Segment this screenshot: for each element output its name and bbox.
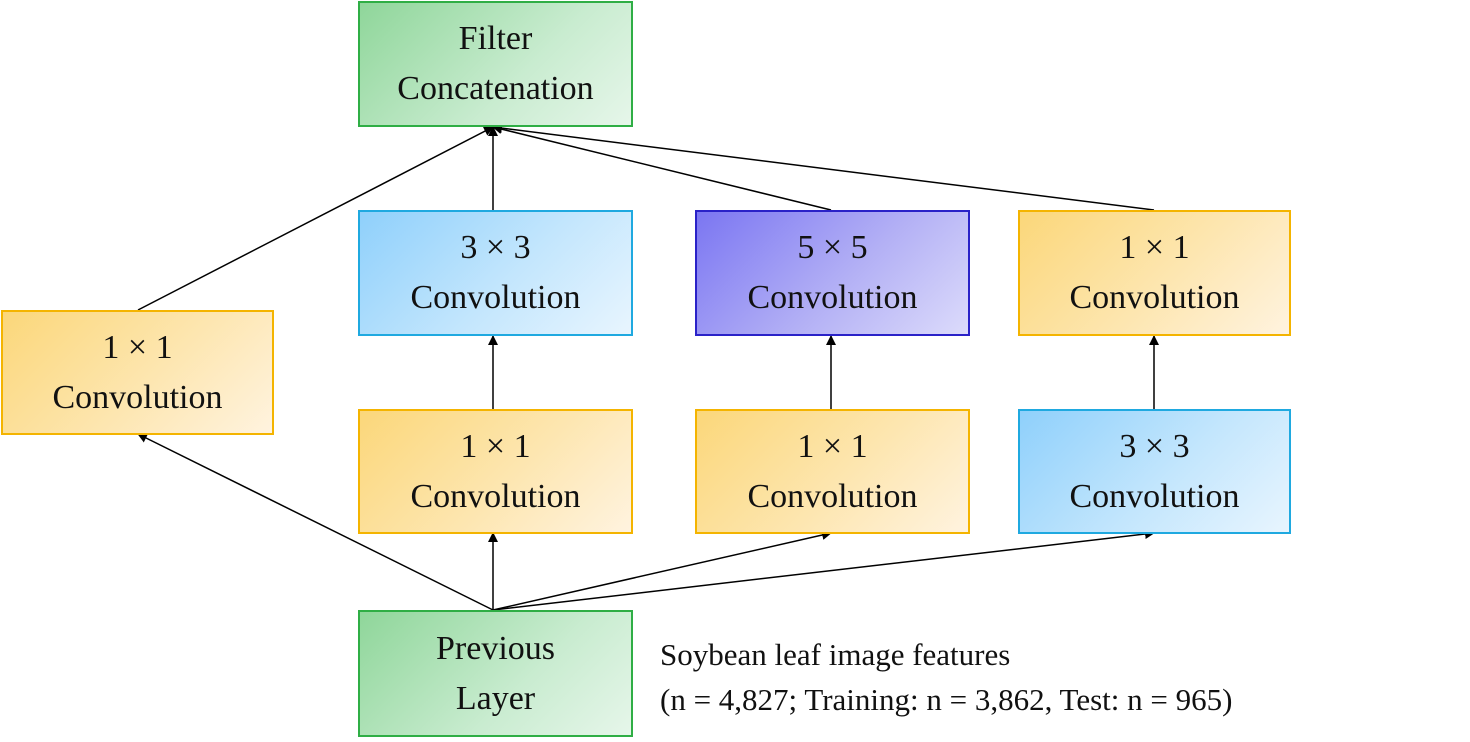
node-label-line2: Layer <box>455 679 536 717</box>
conv-3x3-bottom-right-node: 3 × 3 Convolution <box>1018 409 1291 534</box>
filter-concatenation-node: Filter Concatenation <box>358 1 633 127</box>
conv-1x1-mid-b-node: 1 × 1 Convolution <box>695 409 970 534</box>
node-label-line1: Previous <box>436 629 555 667</box>
node-label-line2: Convolution <box>1069 477 1240 515</box>
node-label-line1: 1 × 1 <box>102 328 173 366</box>
dataset-note-line2: (n = 4,827; Training: n = 3,862, Test: n… <box>660 682 1233 717</box>
conv-1x1-top-right-node: 1 × 1 Convolution <box>1018 210 1291 336</box>
node-label-line1: 5 × 5 <box>797 229 868 266</box>
node-label-line1: 1 × 1 <box>1119 229 1190 266</box>
conv-1x1-left-node: 1 × 1 Convolution <box>1 310 274 435</box>
node-label-line1: 3 × 3 <box>1119 427 1190 465</box>
node-label-line1: 1 × 1 <box>797 427 868 465</box>
node-label-line1: 3 × 3 <box>460 229 531 266</box>
node-label-line2: Convolution <box>52 378 223 416</box>
node-label-line2: Convolution <box>747 477 918 515</box>
conv-5x5-top-node: 5 × 5 Convolution <box>695 210 970 336</box>
node-label-line2: Convolution <box>747 279 918 316</box>
arrow-5x5-to-concat <box>492 124 832 211</box>
dataset-note-line1: Soybean leaf image features <box>660 637 1011 672</box>
arrow-prev-to-3x3-bottom <box>492 529 1155 611</box>
node-label-line2: Convolution <box>1069 279 1240 316</box>
arrow-left-conv-to-concat <box>137 126 494 311</box>
node-label-line2: Concatenation <box>397 70 594 107</box>
conv-1x1-mid-a-node: 1 × 1 Convolution <box>358 409 633 534</box>
arrow-prev-to-left-conv <box>137 433 494 611</box>
arrow-right-conv-to-concat <box>492 123 1155 211</box>
node-label-line1: Filter <box>458 20 533 57</box>
arrow-prev-to-mid-b <box>492 530 832 611</box>
dataset-note: Soybean leaf image features (n = 4,827; … <box>660 632 1232 722</box>
conv-3x3-top-node: 3 × 3 Convolution <box>358 210 633 336</box>
node-label-line2: Convolution <box>410 477 581 515</box>
node-label-line2: Convolution <box>410 279 581 316</box>
node-label-line1: 1 × 1 <box>460 427 531 465</box>
previous-layer-node: Previous Layer <box>358 610 633 737</box>
